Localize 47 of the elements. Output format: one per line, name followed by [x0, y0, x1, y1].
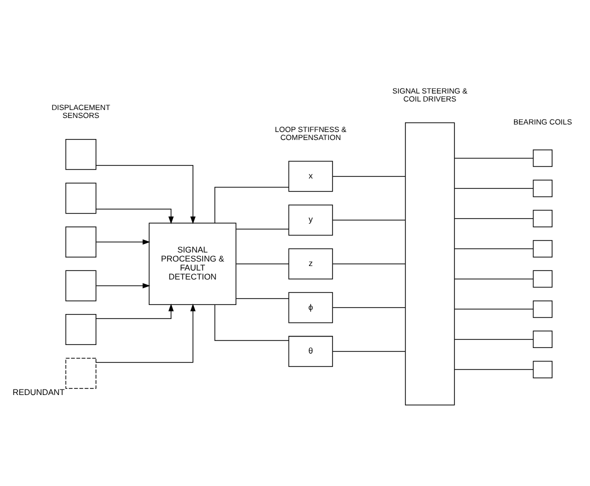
- connector: [214, 304, 290, 340]
- connector: [454, 157, 534, 158]
- connector: [454, 368, 534, 370]
- connector: [236, 228, 290, 230]
- connector: [332, 219, 406, 220]
- connector: [454, 308, 534, 310]
- label: LOOP STIFFNESS & COMPENSATION: [274, 124, 346, 142]
- label: SIGNAL STEERING & COIL DRIVERS: [392, 86, 468, 104]
- connector: [332, 306, 406, 308]
- node-box: z: [288, 248, 333, 279]
- node-box: [532, 209, 552, 227]
- label: BEARING COILS: [513, 117, 572, 126]
- node-box: [532, 240, 552, 257]
- node-box: [65, 314, 96, 344]
- connector: [214, 186, 290, 223]
- node-box: [532, 179, 552, 197]
- connector: [236, 263, 290, 264]
- connector: [454, 278, 534, 279]
- connector: [332, 350, 406, 352]
- node-box: [532, 149, 552, 166]
- arrow: [96, 238, 150, 244]
- connector: [454, 248, 534, 249]
- arrow: [96, 303, 196, 362]
- node-label: REDUNDANT: [12, 386, 65, 397]
- arrow: [96, 164, 196, 224]
- node-box: [532, 360, 552, 378]
- node-bar: [404, 122, 455, 405]
- arrow: [96, 208, 174, 224]
- node-box: y: [288, 204, 333, 236]
- node-box: [65, 138, 96, 170]
- node-box: [532, 330, 552, 348]
- node-box: [65, 226, 96, 257]
- node-box: [532, 270, 552, 288]
- node-box: x: [288, 160, 333, 192]
- node-box: ϕ: [288, 292, 333, 323]
- connector: [332, 175, 406, 176]
- node-box: [532, 300, 552, 318]
- node-box: [65, 182, 96, 214]
- node-box: SIGNAL PROCESSING & FAULT DETECTION: [148, 222, 236, 304]
- label: DISPLACEMENT SENSORS: [52, 102, 110, 120]
- node-box: [65, 357, 96, 388]
- arrow: [96, 303, 174, 318]
- connector: [454, 338, 534, 340]
- connector: [332, 263, 406, 264]
- node-box: [65, 270, 96, 301]
- node-box: θ: [288, 335, 333, 366]
- arrow: [96, 282, 150, 288]
